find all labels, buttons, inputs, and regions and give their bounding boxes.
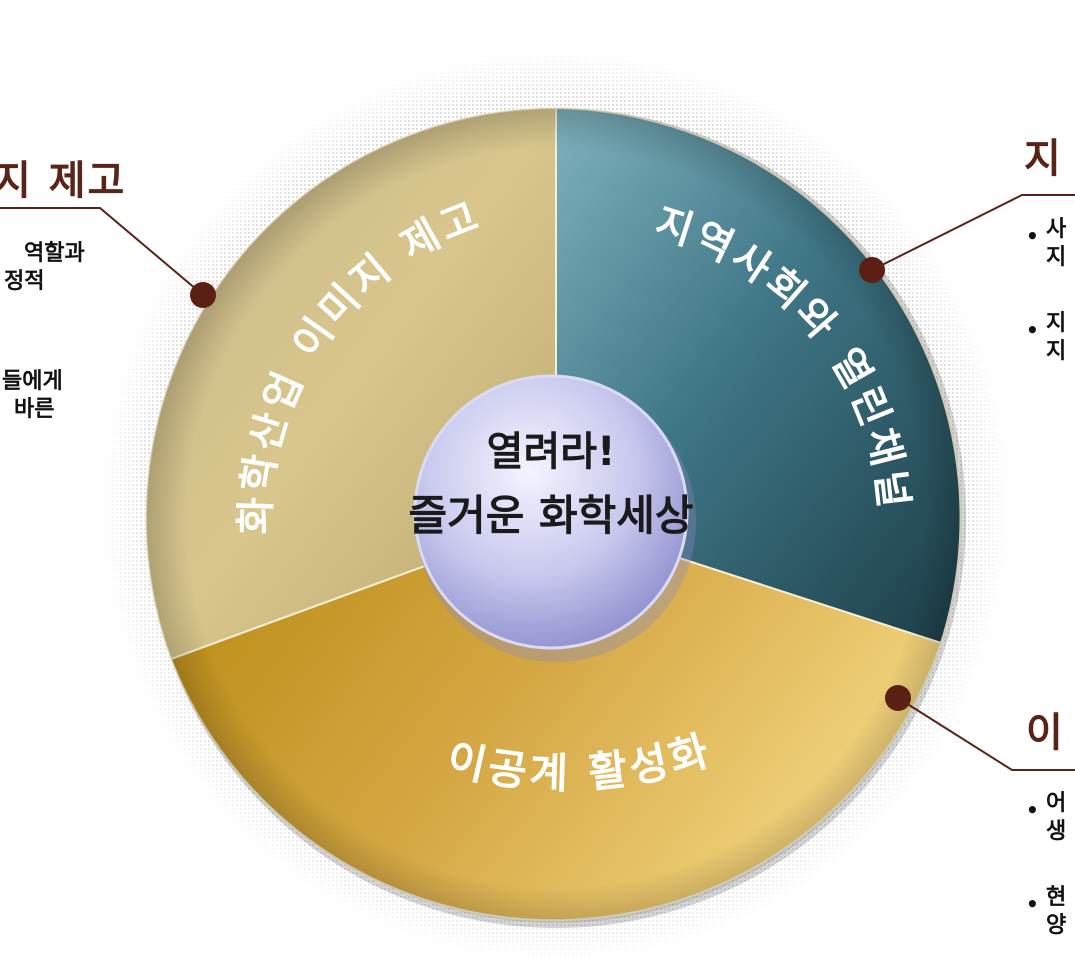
right-top-item-2-line-1: 지 — [1046, 311, 1067, 336]
left-callout-line-4: 바른 — [14, 397, 55, 422]
right-top-item-1-line-1: 사 — [1046, 217, 1067, 242]
right-top-callout-title: 지 — [1024, 136, 1063, 182]
left-callout-line-2: 정적 — [4, 269, 45, 294]
left-callout-title: 지 제고 — [0, 158, 127, 204]
center-title-line2: 즐거운 화학세상 — [408, 491, 693, 540]
connector-right-top — [871, 194, 1075, 271]
right-bottom-item-1-line-1: 어 — [1046, 791, 1067, 816]
right-bottom-item-1-line-2: 생 — [1046, 819, 1067, 844]
right-bottom-callout-title: 이 — [1026, 710, 1065, 756]
left-callout-line-3: 들에게 — [2, 369, 63, 394]
right-bottom-bullet-2: • — [1026, 892, 1039, 916]
right-top-bullet-2: • — [1026, 318, 1039, 342]
right-bottom-item-2-line-2: 양 — [1046, 913, 1067, 938]
connector-right-bottom — [897, 697, 1075, 771]
right-top-bullet-1: • — [1026, 224, 1039, 248]
right-top-item-2-line-2: 지 — [1046, 339, 1067, 364]
connector-dot-right-bottom — [885, 685, 911, 711]
right-top-item-1-line-2: 지 — [1046, 245, 1067, 270]
right-bottom-bullet-1: • — [1026, 798, 1039, 822]
center-hub — [413, 374, 689, 650]
center-title-line1: 열려라! — [487, 429, 616, 475]
left-callout-line-1: 역할과 — [24, 241, 85, 266]
right-bottom-item-2-line-1: 현 — [1046, 885, 1067, 910]
connector-dot-right-top — [859, 257, 885, 283]
connector-dot-left — [190, 282, 216, 308]
connector-left — [0, 207, 204, 296]
